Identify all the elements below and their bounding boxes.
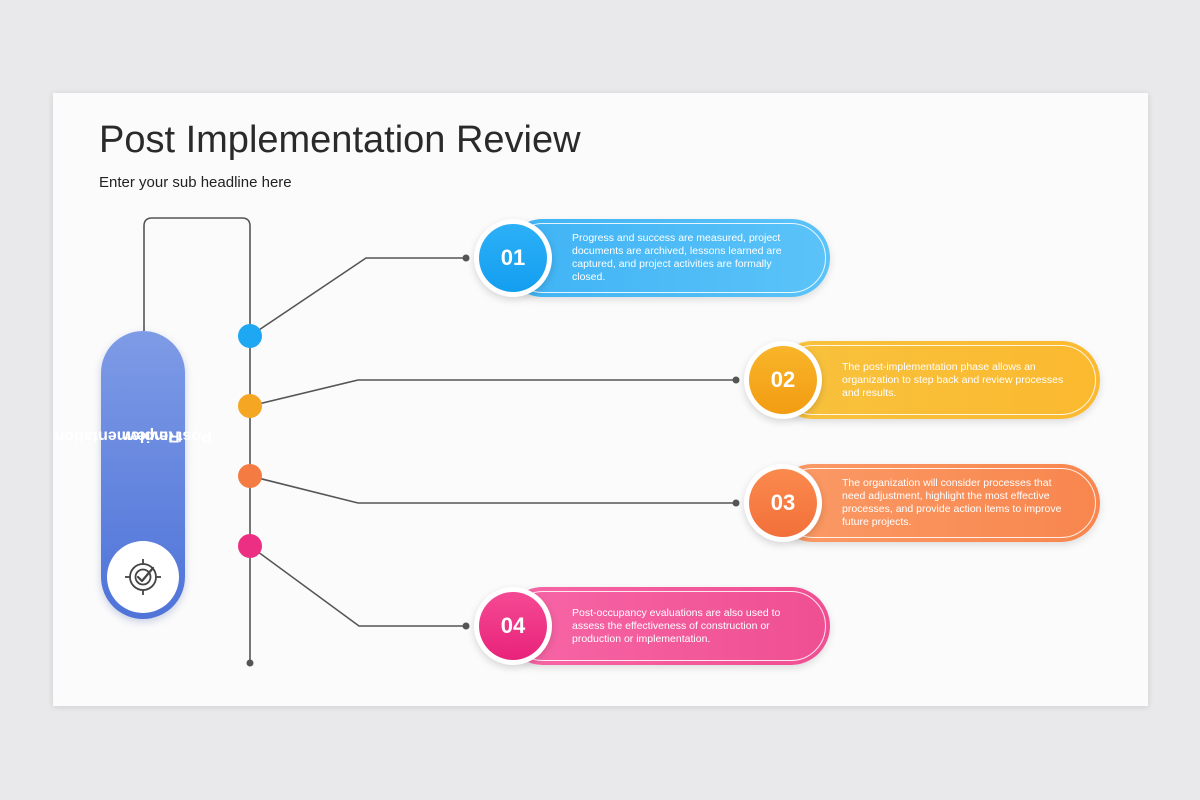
step-03-text: The organization will consider processes… bbox=[842, 477, 1062, 528]
target-check-icon bbox=[107, 541, 179, 613]
node-dot-02 bbox=[238, 394, 262, 418]
step-02-text: The post-implementation phase allows an … bbox=[842, 360, 1064, 399]
branch-end-dot-04 bbox=[462, 622, 470, 630]
step-04-number: 04 bbox=[479, 592, 547, 660]
step-02-number: 02 bbox=[749, 346, 817, 414]
bracket-line bbox=[143, 217, 251, 663]
branch-end-dot-01 bbox=[462, 254, 470, 262]
step-01-number: 01 bbox=[479, 224, 547, 292]
side-label-line2: Review bbox=[124, 427, 181, 445]
branch-line-03 bbox=[249, 475, 736, 504]
step-01-bar bbox=[504, 219, 830, 297]
step-04: 04 Post-occupancy evaluations are also u… bbox=[474, 587, 830, 665]
node-dot-03 bbox=[238, 464, 262, 488]
step-02-badge: 02 bbox=[744, 341, 822, 419]
step-02: 02 The post-implementation phase allows … bbox=[744, 341, 1100, 419]
branch-end-dot-03 bbox=[732, 499, 740, 507]
node-dot-04 bbox=[238, 534, 262, 558]
page-subtitle: Enter your sub headline here bbox=[99, 174, 292, 191]
step-03-number: 03 bbox=[749, 469, 817, 537]
step-01: 01 Progress and success are measured, pr… bbox=[474, 219, 830, 297]
step-04-bar bbox=[504, 587, 830, 665]
slide: Post Implementation Review Enter your su… bbox=[53, 93, 1148, 706]
side-panel-label: Post Implementation Review bbox=[55, 331, 212, 541]
step-01-text: Progress and success are measured, proje… bbox=[572, 232, 782, 283]
branch-line-02 bbox=[249, 379, 736, 407]
branch-line-04 bbox=[249, 545, 466, 627]
side-panel: Post Implementation Review bbox=[55, 331, 212, 619]
node-dot-01 bbox=[238, 324, 262, 348]
trunk-end-dot bbox=[246, 659, 254, 667]
step-04-text: Post-occupancy evaluations are also used… bbox=[572, 606, 781, 645]
branch-end-dot-02 bbox=[732, 376, 740, 384]
branch-line-01 bbox=[249, 257, 466, 337]
step-04-badge: 04 bbox=[474, 587, 552, 665]
connector-lines bbox=[143, 217, 740, 667]
step-03: 03 The organization will consider proces… bbox=[744, 464, 1100, 542]
step-03-badge: 03 bbox=[744, 464, 822, 542]
step-02-bar bbox=[774, 341, 1100, 419]
step-01-badge: 01 bbox=[474, 219, 552, 297]
step-03-bar bbox=[774, 464, 1100, 542]
page-title: Post Implementation Review bbox=[99, 119, 581, 161]
